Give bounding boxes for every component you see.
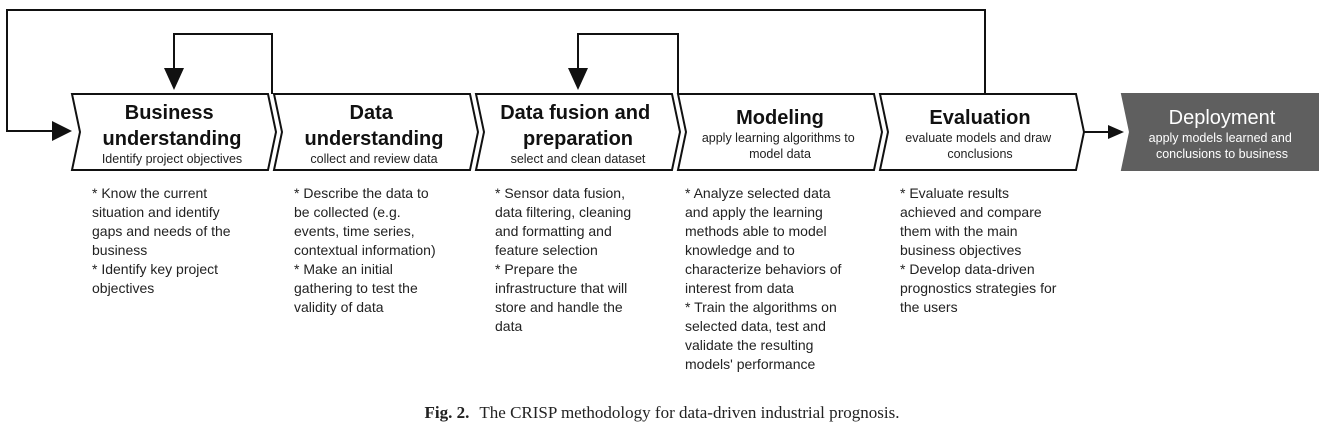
stage-chevron [676,93,884,171]
stage-title-line: Data [350,102,394,124]
stage-chevron [272,93,480,171]
stage-subtitle-line: model data [749,147,811,161]
stage-title: Evaluation [929,107,1030,129]
stage-data-understanding: Data understanding collect and review da… [272,93,480,171]
stage-title: Business understanding [103,102,242,150]
stage-title: Modeling [736,107,824,129]
stage-subtitle: apply learning algorithms to model data [702,131,858,161]
stage-title: Data understanding [305,102,444,150]
stage-title-line: Modeling [736,107,824,129]
stage-subtitle-line: select and clean dataset [511,152,646,166]
stage-modeling: Modeling apply learning algorithms to mo… [676,93,884,171]
caption-text: The CRISP methodology for data-driven in… [479,403,900,422]
stage-deployment: Deployment apply models learned and conc… [1120,93,1319,171]
stage-description-business: * Know the current situation and identif… [92,185,231,296]
stage-subtitle-line: evaluate models and draw [905,131,1052,145]
stage-chevron [474,93,682,171]
stage-chevron [70,93,278,171]
deployment-title: Deployment [1169,107,1276,129]
stage-title-line: understanding [103,128,242,150]
stage-description-evaluation: * Evaluate results achieved and compare … [900,185,1057,315]
stage-title-line: Business [125,102,214,124]
stage-title-line: understanding [305,128,444,150]
stage-subtitle-line: collect and review data [310,152,437,166]
stage-title-line: Data fusion and [500,102,650,124]
deployment-subtitle-line: apply models learned and [1149,131,1292,145]
stage-description-data-fusion: * Sensor data fusion, data filtering, cl… [495,185,632,334]
stage-title-line: preparation [523,128,633,150]
deployment-subtitle-line: conclusions to business [1156,147,1288,161]
stage-chevron [878,93,1086,171]
feedback-arrowhead-business [164,68,184,90]
stage-data-fusion: Data fusion and preparation select and c… [474,93,682,171]
feedback-arrowhead-outer [52,121,72,141]
feedback-arrow-business [173,33,273,94]
deployment-shape [1120,93,1319,171]
stage-description-modeling: * Analyze selected data and apply the le… [685,185,842,372]
stage-title: Data fusion and preparation [500,102,656,150]
feedback-arrow-fusion [577,33,679,94]
stage-subtitle: collect and review data [310,152,437,166]
stage-subtitle-line: Identify project objectives [102,152,242,166]
stage-subtitle-line: apply learning algorithms to [702,131,855,145]
arrowhead-to-deployment [1108,125,1124,139]
figure-caption: Fig. 2. The CRISP methodology for data-dr… [0,403,1324,423]
deployment-subtitle: apply models learned and conclusions to … [1149,131,1296,161]
stage-evaluation: Evaluation evaluate models and draw conc… [878,93,1086,171]
feedback-arrow-outer [6,9,986,132]
stage-subtitle: evaluate models and draw conclusions [905,131,1054,161]
stage-description-data-understanding: * Describe the data to be collected (e.g… [294,185,436,315]
stage-subtitle: Identify project objectives [102,152,242,166]
deployment-title-text: Deployment [1169,107,1276,129]
caption-label: Fig. 2. [424,403,470,422]
stage-subtitle-line: conclusions [947,147,1012,161]
feedback-arrowhead-fusion [568,68,588,90]
stage-subtitle: select and clean dataset [511,152,646,166]
stage-business-understanding: Business understanding Identify project … [70,93,278,171]
stage-title-line: Evaluation [929,107,1030,129]
